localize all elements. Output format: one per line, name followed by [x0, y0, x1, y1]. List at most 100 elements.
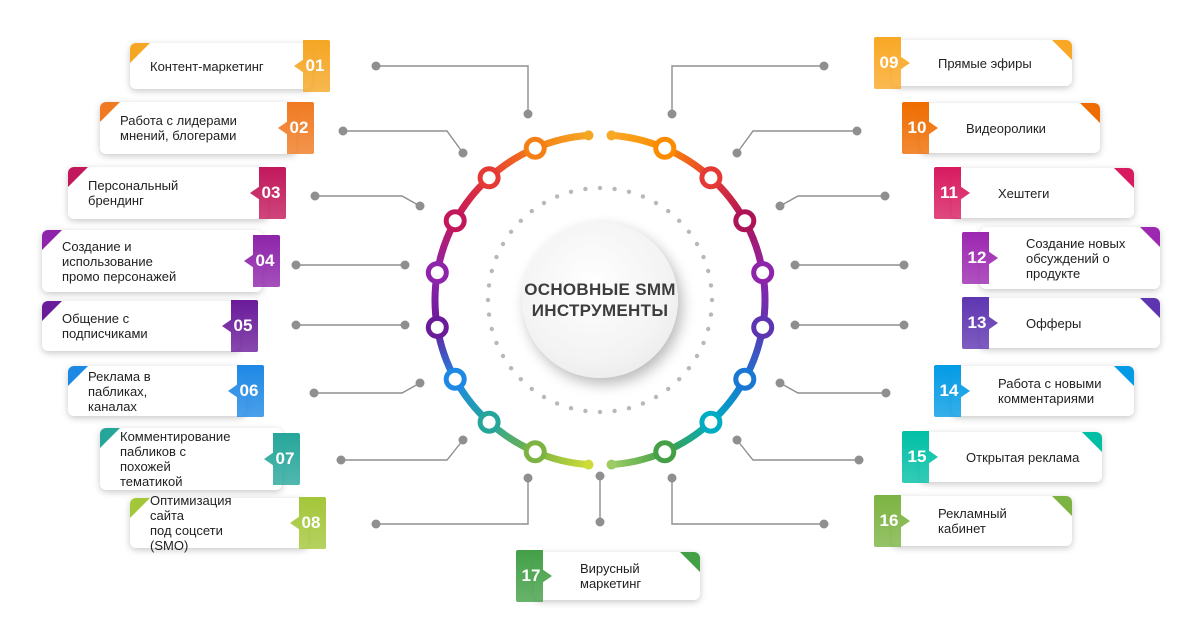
card-label-line: Работа с новыми — [998, 376, 1102, 391]
ring-node — [653, 136, 677, 160]
card-corner-accent — [1114, 168, 1134, 188]
ring-dot — [554, 401, 560, 406]
ring-dot — [486, 312, 492, 317]
ring-dot — [706, 268, 711, 274]
ring-dot — [489, 268, 494, 274]
ring-dot — [708, 283, 714, 288]
ring-dot — [489, 326, 494, 332]
connector-line — [671, 478, 824, 525]
ring-dot — [583, 186, 588, 192]
ring-dot — [494, 254, 499, 260]
ring-dot — [508, 366, 514, 371]
connector-line — [376, 65, 529, 114]
connector-dot — [880, 191, 890, 201]
ring-end-cap — [606, 130, 617, 141]
card-label-line: Создание и — [62, 238, 132, 254]
ring-dot — [694, 353, 700, 359]
card-label-line: под соцсети (SMO) — [150, 523, 223, 553]
ring-dot — [640, 194, 646, 199]
ring-node — [751, 261, 775, 285]
card-label-line: подписчиками — [62, 326, 148, 341]
ring-dot — [541, 394, 547, 400]
ring-dot — [694, 241, 700, 247]
connector-line — [779, 195, 885, 207]
card-label-line: брендинг — [88, 193, 144, 208]
ring-end-cap — [583, 130, 594, 141]
ring-node — [523, 136, 547, 160]
ring-dot — [626, 406, 632, 411]
card-corner-accent — [1082, 432, 1102, 452]
card-label-line: промо персонажей — [62, 268, 177, 284]
ring-dot — [518, 377, 523, 382]
card-corner-accent — [130, 498, 150, 518]
card-label: Открытая реклама — [920, 450, 1097, 465]
card-label-line: обсуждений о — [1026, 250, 1110, 266]
ring-node — [425, 315, 449, 339]
connector-dot — [790, 260, 800, 270]
card-corner-accent — [1080, 103, 1100, 123]
connector-lines — [291, 61, 909, 529]
card-label-line: Общение с — [62, 311, 130, 326]
tool-card-17: Вирусный маркетинг — [534, 552, 700, 600]
ring-node — [443, 367, 467, 391]
ring-dot — [529, 208, 534, 214]
card-label-line: Прямые эфиры — [938, 55, 1032, 71]
card-corner-accent — [42, 230, 62, 250]
card-label: Вирусный маркетинг — [534, 561, 700, 591]
ring-dot — [653, 200, 659, 206]
tool-card-11: Хештеги — [952, 168, 1134, 218]
ring-dot — [677, 377, 682, 382]
tool-card-15: Открытая реклама — [920, 432, 1102, 482]
ring-node — [477, 410, 501, 434]
ring-dot — [666, 208, 671, 214]
ring-dot — [597, 409, 603, 415]
ring-node — [733, 367, 757, 391]
ring-dot — [709, 297, 715, 303]
ring-dot — [485, 297, 491, 303]
tool-card-10: Видеоролики — [920, 103, 1100, 153]
ring-node — [425, 261, 449, 285]
ring-dot — [554, 194, 560, 199]
ring-dot — [500, 241, 506, 247]
card-label-line: комментариями — [998, 391, 1095, 406]
card-label-line: Хештеги — [998, 185, 1050, 201]
connector-line — [736, 439, 859, 461]
ring-dot — [529, 386, 534, 392]
card-corner-accent — [1052, 496, 1072, 516]
connector-dot — [371, 61, 381, 71]
connector-dot — [790, 320, 800, 330]
card-label-line: продукте — [1026, 265, 1081, 281]
card-corner-accent — [680, 552, 700, 572]
connector-dot — [899, 320, 909, 330]
inner-dotted-ring — [485, 185, 715, 415]
card-label-line: Персональный — [88, 178, 179, 193]
card-corner-accent — [1140, 227, 1160, 247]
connector-dot — [523, 473, 533, 483]
ring-dot — [612, 408, 617, 414]
tool-card-01: Контент-маркетинг — [130, 43, 312, 89]
ring-dot — [640, 401, 646, 406]
ring-node — [443, 209, 467, 233]
card-corner-accent — [130, 43, 150, 63]
card-label-line: Создание новых — [1026, 235, 1126, 251]
card-corner-accent — [100, 102, 120, 122]
connector-dot — [415, 378, 425, 388]
connector-dot — [291, 260, 301, 270]
connector-dot — [899, 260, 909, 270]
ring-node — [733, 209, 757, 233]
tool-card-16: Рекламный кабинет — [892, 496, 1072, 546]
card-label-line: Видеоролики — [966, 120, 1046, 136]
card-corner-accent — [1114, 366, 1134, 386]
connector-line — [376, 478, 529, 525]
number-tag-11: 11 — [934, 167, 970, 219]
ring-dot — [494, 340, 499, 346]
